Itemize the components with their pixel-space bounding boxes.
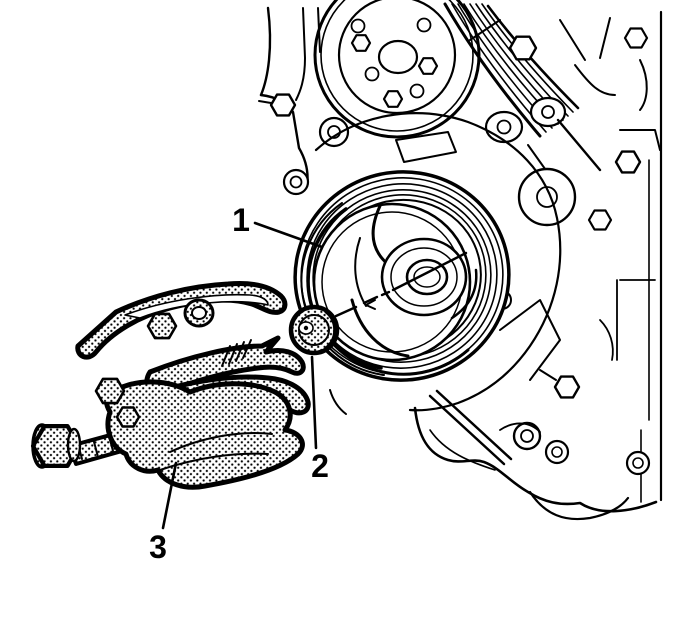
- callout-1: 1: [232, 202, 324, 249]
- callout-1-leader-line: [253, 221, 324, 249]
- three-jaw-puller-tool: [30, 281, 311, 490]
- crankshaft-pilot-ball: [288, 304, 340, 356]
- callout-3-leader-line: [161, 461, 178, 530]
- callout-1-label: 1: [232, 202, 250, 238]
- center-axis-line: [334, 251, 468, 318]
- callout-3: 3: [149, 461, 178, 565]
- callout-3-label: 3: [149, 529, 167, 565]
- engine-assembly: [258, 0, 663, 521]
- callout-2-leader-line: [310, 355, 318, 450]
- callout-2-label: 2: [311, 448, 329, 484]
- crankshaft-balancer-pulley: [293, 170, 511, 382]
- callout-2: 2: [310, 355, 329, 484]
